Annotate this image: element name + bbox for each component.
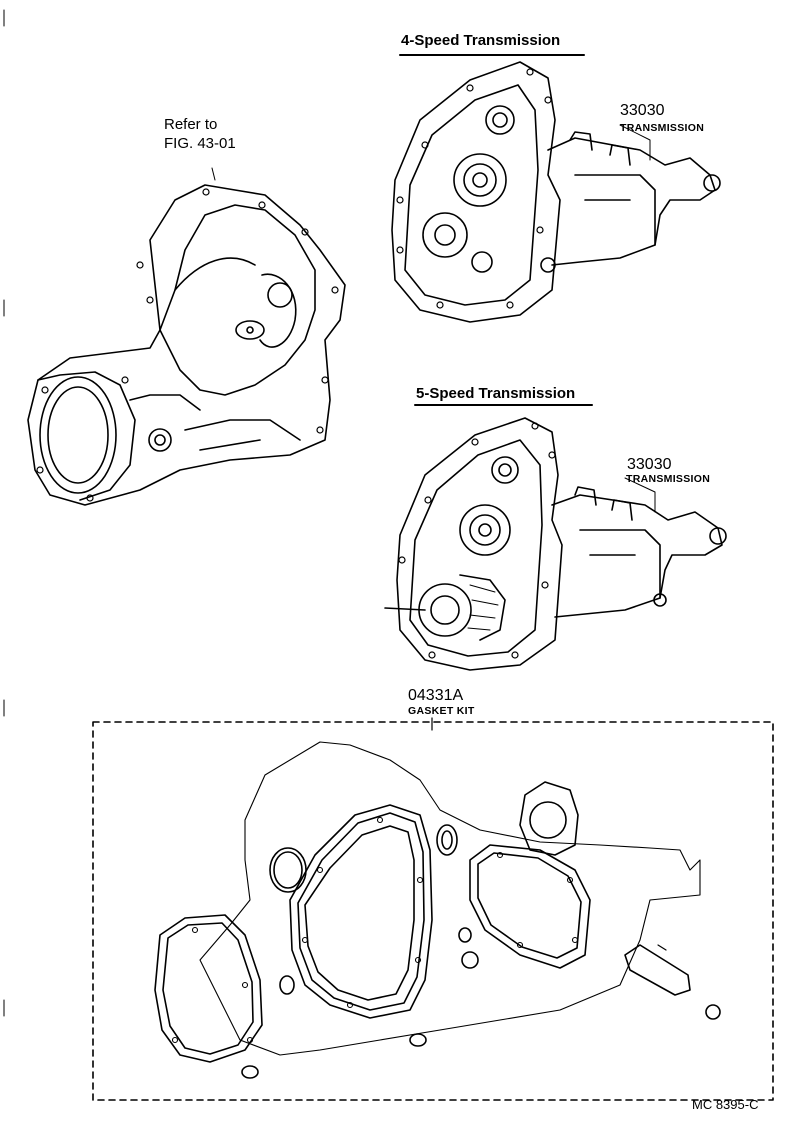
five-speed-transmission-drawing xyxy=(384,404,727,671)
gasket-kit-name: GASKET KIT xyxy=(408,705,475,717)
part4-name: TRANSMISSION xyxy=(620,122,705,134)
bell-housing-drawing xyxy=(27,167,346,506)
part4-number: 33030 xyxy=(620,102,665,119)
figure-code: MC 8395-C xyxy=(692,1097,759,1112)
four-speed-title: 4-Speed Transmission xyxy=(401,32,561,49)
part5-name: TRANSMISSION xyxy=(626,473,711,485)
refer-label-line1: Refer to xyxy=(164,116,218,133)
gasket-kit-drawing xyxy=(92,717,774,1101)
gasket-kit-number: 04331A xyxy=(408,687,464,704)
five-speed-title: 5-Speed Transmission xyxy=(416,385,576,402)
four-speed-transmission-drawing xyxy=(391,54,721,323)
part5-number: 33030 xyxy=(627,456,672,473)
refer-label-line2: FIG. 43-01 xyxy=(164,135,236,152)
